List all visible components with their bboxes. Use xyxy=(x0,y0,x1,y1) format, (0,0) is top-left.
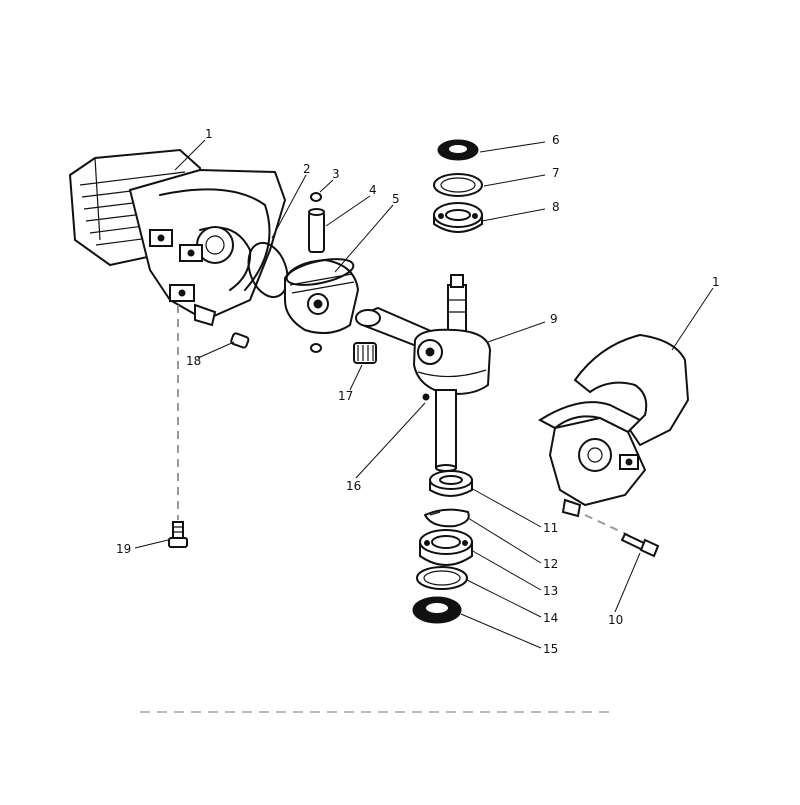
callout-16: 16 xyxy=(346,479,361,493)
part-ball xyxy=(422,393,430,401)
part-bearing-top xyxy=(433,202,483,233)
part-bearing-seal-assembly xyxy=(429,470,473,497)
callout-5: 5 xyxy=(392,192,400,206)
part-cylinder-crankcase xyxy=(68,148,287,327)
callout-10: 10 xyxy=(608,613,623,627)
part-retaining-ring xyxy=(424,508,470,528)
callout-11: 11 xyxy=(543,521,558,535)
part-wrist-pin xyxy=(308,208,325,253)
part-seal-top xyxy=(437,139,479,161)
callout-1-crankcase: 1 xyxy=(712,275,720,289)
callout-6: 6 xyxy=(552,133,560,147)
leader-lines xyxy=(134,139,714,649)
part-seal-bottom xyxy=(412,596,462,624)
part-screw-right xyxy=(620,532,660,558)
callout-7: 7 xyxy=(552,166,560,180)
callout-14: 14 xyxy=(543,611,558,625)
callout-2: 2 xyxy=(303,162,311,176)
part-retaining-clip-top xyxy=(310,192,322,202)
part-retaining-clip-bottom xyxy=(310,343,322,353)
callout-8: 8 xyxy=(552,200,560,214)
callout-18: 18 xyxy=(186,354,201,368)
callout-15: 15 xyxy=(543,642,558,656)
part-screw-left xyxy=(168,305,188,548)
part-bearing-bottom xyxy=(419,529,473,566)
callout-labels: 1 2 3 4 5 6 7 8 9 1 10 11 12 13 14 15 16… xyxy=(116,127,720,656)
part-washer-top xyxy=(433,173,483,197)
part-piston-ring xyxy=(247,241,289,299)
part-crankcase-cover xyxy=(538,333,690,536)
callout-9: 9 xyxy=(550,312,558,326)
callout-3: 3 xyxy=(332,167,340,181)
callout-13: 13 xyxy=(543,584,558,598)
part-washer-bottom xyxy=(416,566,468,590)
part-needle-bearing xyxy=(353,342,377,364)
callout-17: 17 xyxy=(338,389,353,403)
callout-4: 4 xyxy=(369,183,377,197)
part-piston xyxy=(284,258,360,335)
callout-12: 12 xyxy=(543,557,558,571)
part-dowel-pin xyxy=(230,332,250,349)
part-crankshaft xyxy=(355,274,492,472)
callout-19: 19 xyxy=(116,542,131,556)
callout-1-cylinder: 1 xyxy=(205,127,213,141)
